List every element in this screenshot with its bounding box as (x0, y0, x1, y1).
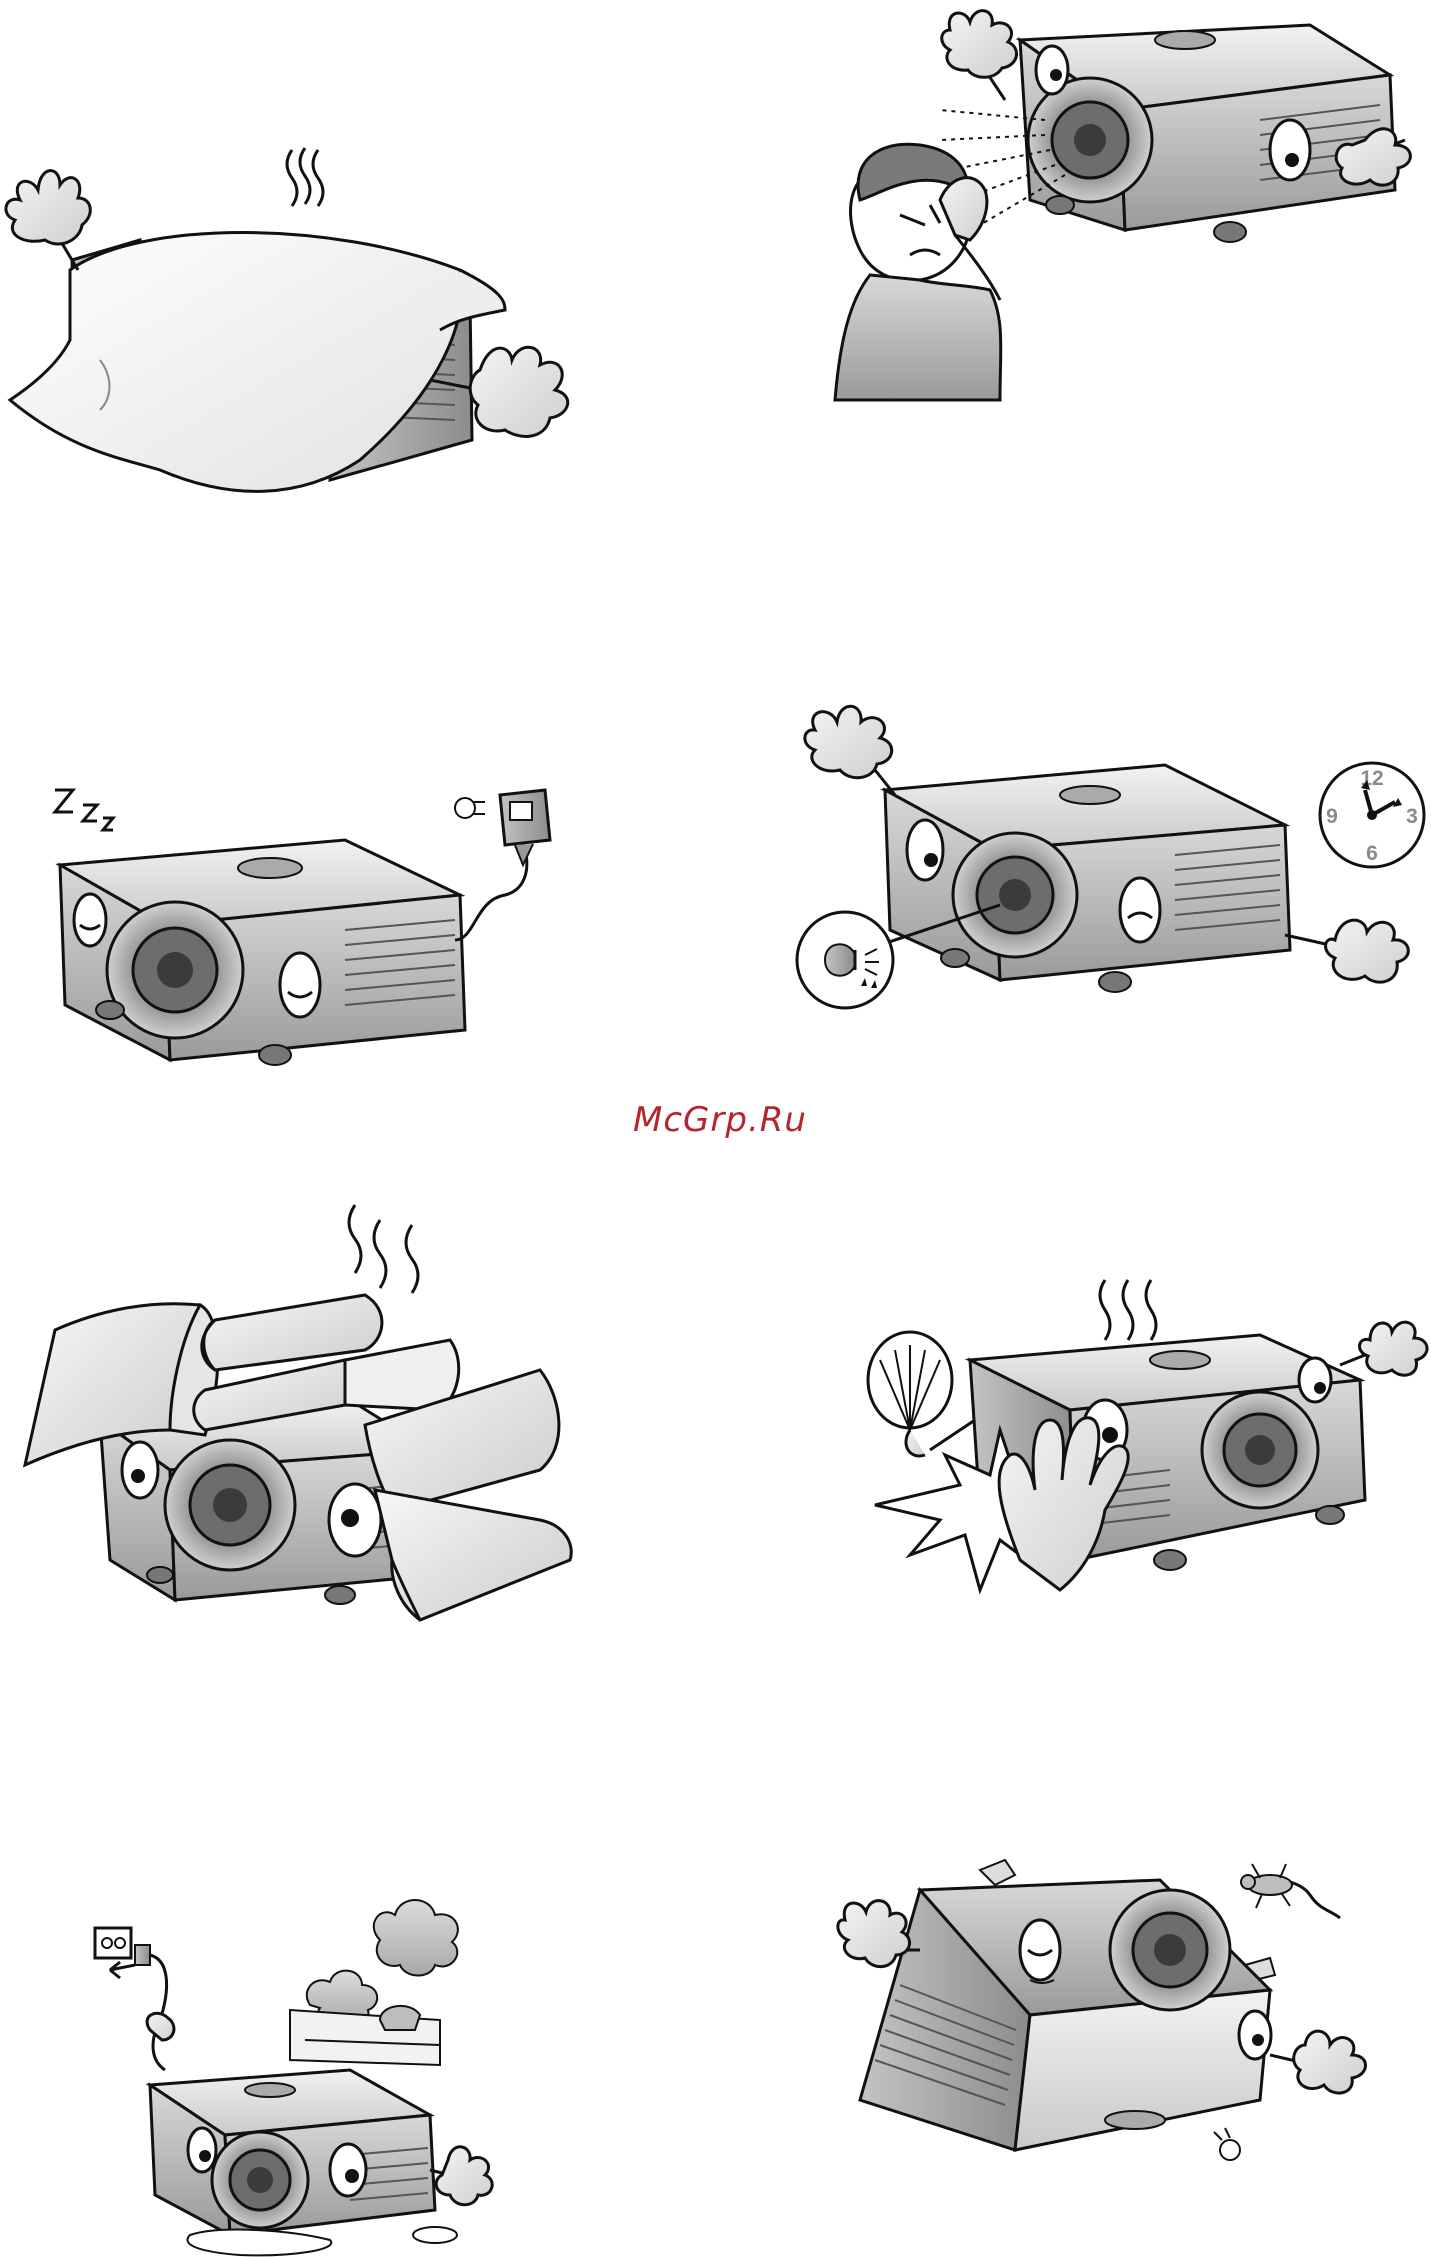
projector-sleeping-with-power-adapter-icon (45, 770, 585, 1100)
illustration-lamp-clock: 12 3 6 9 (795, 700, 1425, 1030)
lizard-icon (1241, 1864, 1340, 1918)
projector-near-outlet-and-steam-icon (90, 1890, 520, 2257)
person-looking-into-lens-icon (790, 0, 1410, 410)
illustration-sleeping-projector-adapter (45, 770, 585, 1100)
projector-lamp-and-clock-icon: 12 3 6 9 (795, 700, 1425, 1030)
ceiling-mounted-projector-with-lizard-icon (830, 1840, 1430, 2180)
illustration-ceiling-mounted (830, 1840, 1430, 2180)
illustration-looking-into-lens (790, 0, 1410, 410)
projector-covered-with-cloth-icon (0, 140, 580, 520)
projector-buried-under-books-icon (20, 1200, 580, 1630)
illustration-covered-projector (0, 140, 580, 520)
clock-numeral-9: 9 (1326, 805, 1338, 828)
illustration-projector-under-books (20, 1200, 580, 1630)
projector-overheating-hand-warning-icon (870, 1270, 1430, 1600)
clock-numeral-6: 6 (1366, 842, 1378, 865)
clock-numeral-3: 3 (1406, 805, 1418, 828)
illustration-outlet-steam (90, 1890, 520, 2257)
watermark-text: McGrp.Ru (600, 1100, 840, 1140)
illustration-hot-projector-fan (870, 1270, 1430, 1600)
